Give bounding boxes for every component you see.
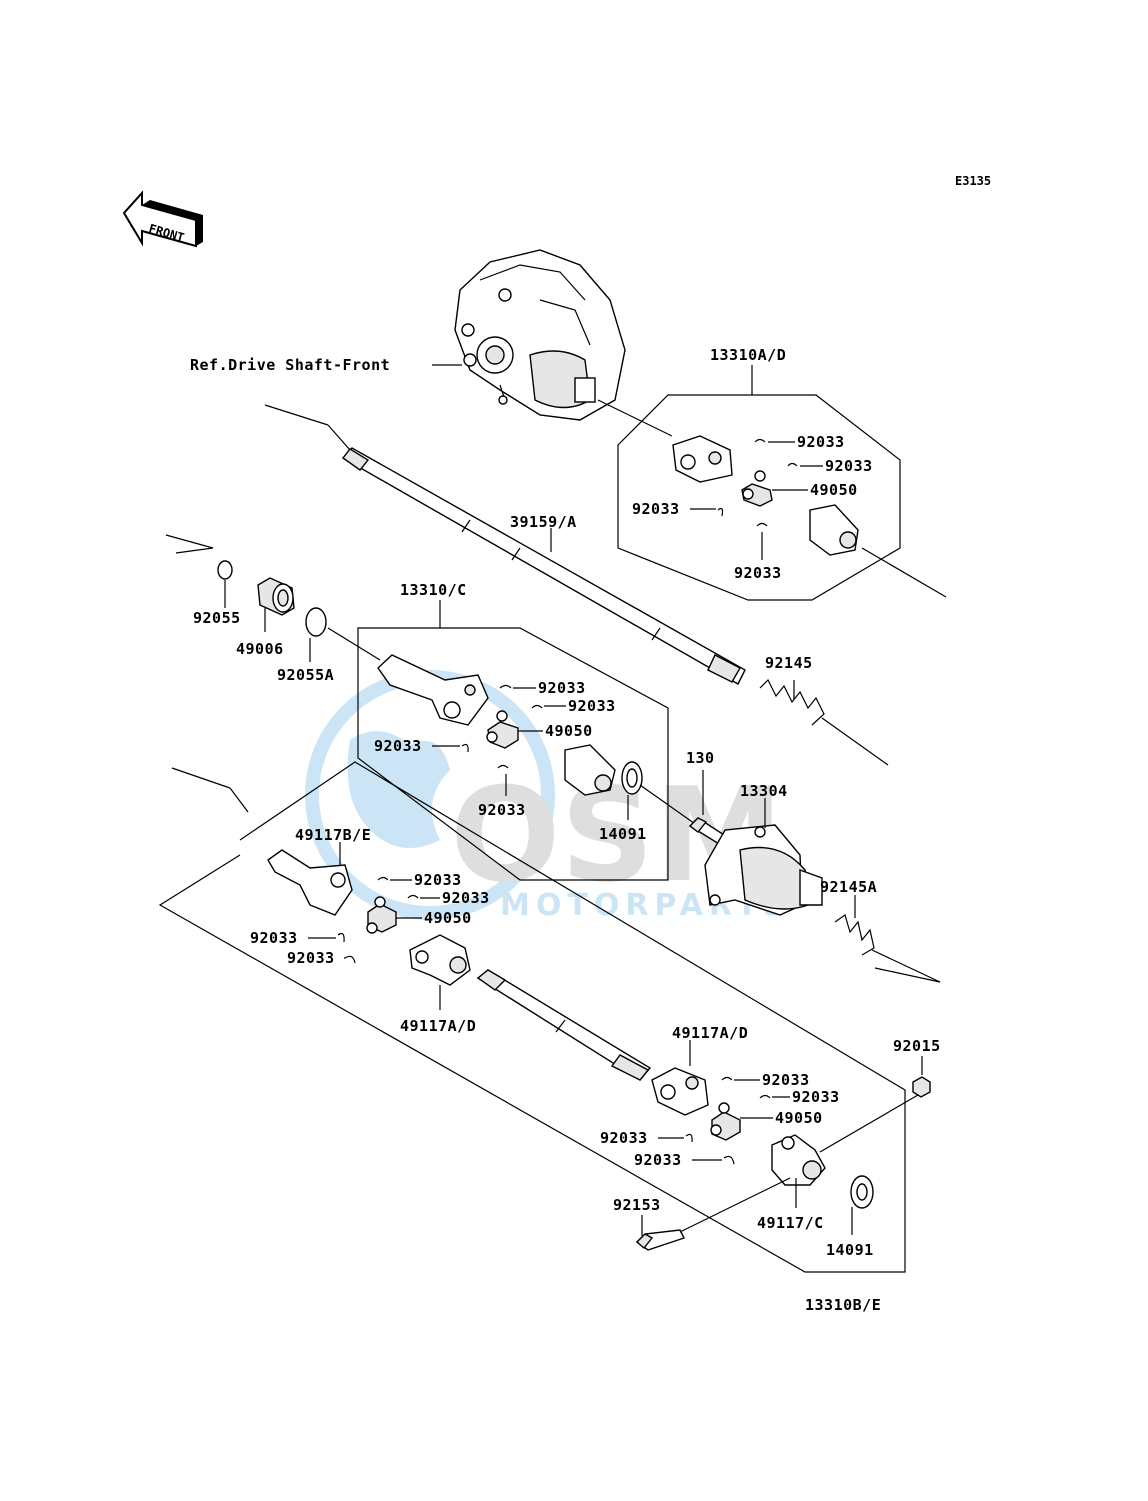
- label-92145A: 92145A: [820, 878, 877, 896]
- label-92033-c4: 92033: [478, 801, 526, 819]
- label-49117BE: 49117B/E: [295, 826, 371, 844]
- yoke-13310AD-upper: [672, 435, 733, 483]
- label-49050-c: 49050: [545, 722, 593, 740]
- bearing-housing-13304: [704, 824, 823, 916]
- label-92033-d3: 92033: [600, 1129, 648, 1147]
- label-92033-b4: 92033: [287, 949, 335, 967]
- label-49117AD-b: 49117A/D: [672, 1024, 748, 1042]
- label-92033-b1: 92033: [414, 871, 462, 889]
- cross-49050-c: [486, 710, 519, 749]
- label-49006: 49006: [236, 640, 284, 658]
- label-92033-c2: 92033: [568, 697, 616, 715]
- label-13304: 13304: [740, 782, 788, 800]
- yoke-49117AD-b: [651, 1067, 709, 1116]
- label-130: 130: [686, 749, 715, 767]
- diagram-code: E3135: [955, 174, 991, 188]
- label-92033-a4: 92033: [734, 564, 782, 582]
- label-49117AD-a: 49117A/D: [400, 1017, 476, 1035]
- label-92033-a3: 92033: [632, 500, 680, 518]
- label-13310BE: 13310B/E: [805, 1296, 881, 1314]
- bushing-49006: [257, 577, 295, 616]
- cross-49050-a: [741, 470, 773, 507]
- label-39159A: 39159/A: [510, 513, 577, 531]
- label-92033-a2: 92033: [825, 457, 873, 475]
- label-49117C: 49117/C: [757, 1214, 824, 1232]
- label-13310AD: 13310A/D: [710, 346, 786, 364]
- yoke-13310C: [377, 654, 489, 726]
- label-92015: 92015: [893, 1037, 941, 1055]
- cross-49050-d: [710, 1102, 741, 1141]
- label-92033-d1: 92033: [762, 1071, 810, 1089]
- label-92033-b2: 92033: [442, 889, 490, 907]
- front-differential-housing: [454, 249, 626, 421]
- group-outline-13310AD: [617, 365, 901, 601]
- spring-92145: [759, 678, 825, 726]
- watermark-continent: [347, 731, 450, 848]
- o-ring-92055: [217, 560, 233, 580]
- label-49050-b: 49050: [424, 909, 472, 927]
- label-49050-a: 49050: [810, 481, 858, 499]
- label-14091-a: 14091: [599, 825, 647, 843]
- yoke-13310AD-lower: [809, 504, 859, 556]
- label-ref-drive-shaft-front: Ref.Drive Shaft-Front: [190, 356, 390, 374]
- label-92033-a1: 92033: [797, 433, 845, 451]
- label-92033-c3: 92033: [374, 737, 422, 755]
- label-92033-d4: 92033: [634, 1151, 682, 1169]
- label-13310C: 13310/C: [400, 581, 467, 599]
- shaft-lower: [476, 969, 652, 1081]
- front-arrow-icon: FRONT: [122, 190, 203, 248]
- label-92033-c1: 92033: [538, 679, 586, 697]
- group-outline-13310C: [357, 600, 669, 881]
- yoke-49117AD-a: [409, 934, 471, 986]
- label-92033-b3: 92033: [250, 929, 298, 947]
- yoke-49117C: [771, 1134, 826, 1186]
- label-92033-d2: 92033: [792, 1088, 840, 1106]
- yoke-49117BE: [267, 849, 353, 916]
- spring-92145A: [834, 914, 875, 956]
- label-49050-d: 49050: [775, 1109, 823, 1127]
- label-92055A: 92055A: [277, 666, 334, 684]
- label-92055: 92055: [193, 609, 241, 627]
- bolt-92153: [635, 1229, 685, 1251]
- cross-49050-b: [366, 896, 397, 934]
- group-outline-13310BE: [158, 761, 906, 1273]
- yoke-13310C-lower: [564, 744, 616, 796]
- o-ring-92055A: [305, 607, 327, 637]
- label-14091-b: 14091: [826, 1241, 874, 1259]
- shaft-39159A: [341, 447, 746, 685]
- label-92153: 92153: [613, 1196, 661, 1214]
- label-92145: 92145: [765, 654, 813, 672]
- nut-92015: [912, 1076, 931, 1098]
